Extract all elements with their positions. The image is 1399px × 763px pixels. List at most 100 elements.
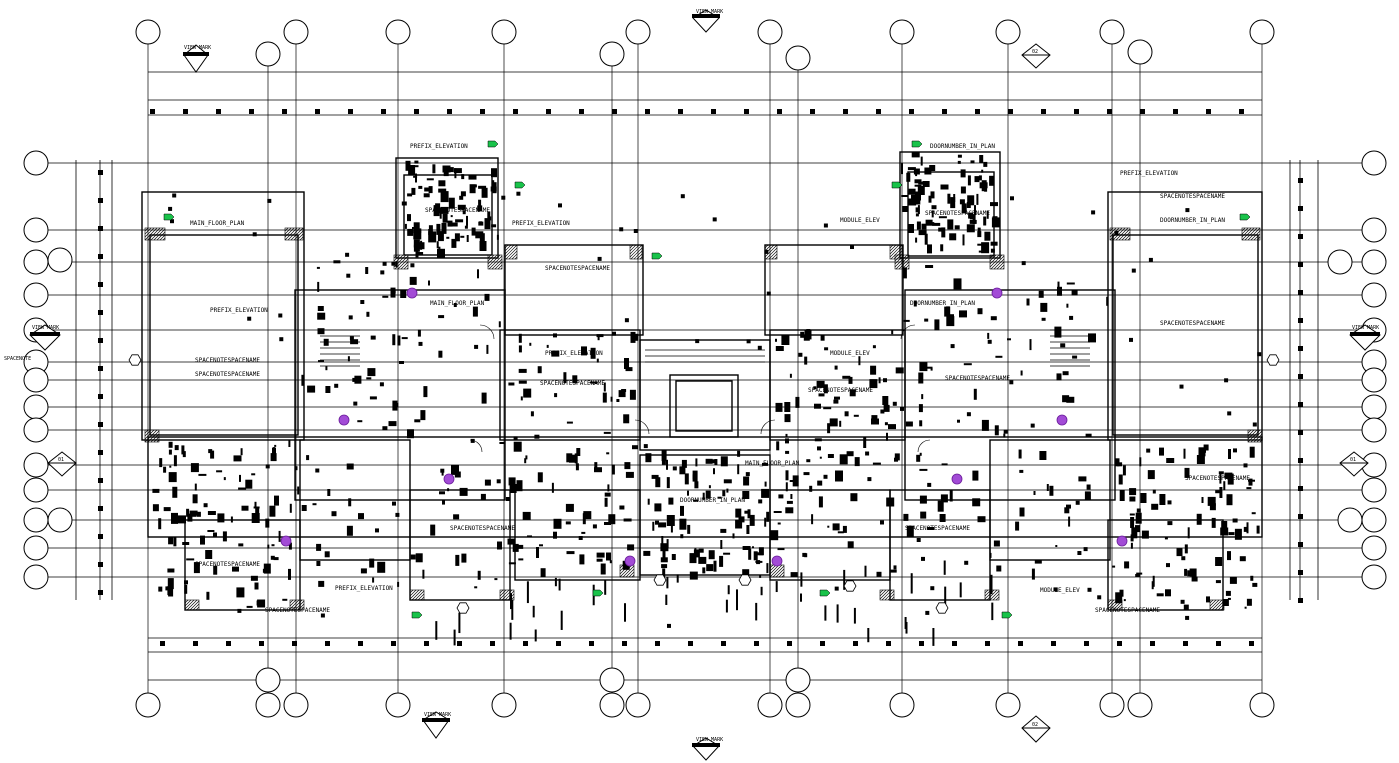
fixture-block xyxy=(785,450,790,454)
hatch-line xyxy=(289,599,297,607)
room-label: SPACENOTESPACENAME xyxy=(425,207,490,214)
fixture-block xyxy=(662,568,666,578)
fixture-block xyxy=(762,462,768,466)
column-mark xyxy=(1298,542,1303,547)
fixture-block xyxy=(1140,493,1147,503)
fixture-block xyxy=(834,365,838,370)
fixture-block xyxy=(1135,512,1142,524)
grid-bubble xyxy=(1099,692,1125,718)
fixture-block xyxy=(574,453,578,464)
fixture-block xyxy=(1026,298,1030,306)
fixture-block xyxy=(196,511,201,517)
column-dot xyxy=(558,203,562,208)
fixture-block xyxy=(720,540,723,549)
fixture-block xyxy=(566,551,575,555)
hatch-line xyxy=(293,230,304,241)
fixture-block xyxy=(432,164,436,174)
fixture-block xyxy=(773,511,782,513)
fixture-block xyxy=(817,480,823,486)
section-marker-left: VIEW MARK xyxy=(29,324,61,351)
fixture-block xyxy=(1159,447,1164,456)
column-mark xyxy=(886,641,891,646)
fixture-block xyxy=(469,184,476,194)
fixture-block xyxy=(466,235,469,242)
dimension-tick xyxy=(725,599,728,613)
fixture-block xyxy=(957,160,961,164)
fixture-block xyxy=(823,407,832,410)
stairs xyxy=(320,329,1090,367)
fixture-block xyxy=(671,554,676,560)
hatch-line xyxy=(1247,227,1261,241)
grid-bubble xyxy=(1361,249,1387,275)
fixture-block xyxy=(333,260,341,264)
dimension-tick xyxy=(676,574,679,583)
column-dot xyxy=(1181,556,1186,561)
fixture-block xyxy=(977,243,984,246)
grid-bubble xyxy=(599,692,625,718)
fixture-block xyxy=(979,155,984,163)
fixture-block xyxy=(695,458,698,467)
fixture-block xyxy=(804,356,808,365)
hatch-line xyxy=(290,227,304,241)
fixture-block xyxy=(987,332,990,339)
column-dot xyxy=(633,229,638,233)
fixture-block xyxy=(413,239,420,248)
fixture-block xyxy=(953,278,962,290)
hatch-line xyxy=(144,429,158,443)
hatch-line xyxy=(289,599,294,604)
grid-bubble xyxy=(1361,535,1387,561)
fixture-block xyxy=(1131,527,1138,539)
hatch-line xyxy=(996,261,1005,270)
fixture-block xyxy=(439,491,445,495)
fixture-block xyxy=(442,213,448,223)
hatch-line xyxy=(1253,433,1263,443)
room-label: PREFIX_ELEVATION xyxy=(410,143,468,150)
fixture-block xyxy=(994,425,999,436)
hatch-box xyxy=(499,589,515,601)
fixture-block xyxy=(449,167,454,173)
fixture-block xyxy=(1019,469,1024,473)
fixture-block xyxy=(1251,512,1256,515)
section-marker-label: VIEW MARK xyxy=(696,9,723,15)
fixture-block xyxy=(447,488,450,492)
fixture-block xyxy=(707,566,710,571)
fixture-block xyxy=(232,566,239,572)
fixture-block xyxy=(1164,537,1168,540)
fixture-block xyxy=(610,396,613,402)
fixture-block xyxy=(871,415,878,420)
fixture-block xyxy=(993,540,1000,547)
hatch-line xyxy=(500,267,503,270)
fixture-block xyxy=(940,494,948,503)
fixture-block xyxy=(430,524,436,536)
elevation-tag xyxy=(514,181,526,189)
fixture-block xyxy=(551,482,554,493)
fixture-block xyxy=(1123,599,1126,602)
fixture-block xyxy=(1034,559,1042,564)
hatch-line xyxy=(1247,429,1252,434)
fixture-block xyxy=(413,222,420,234)
room-label: DOORNUMBER_IN_PLAN xyxy=(1160,217,1225,224)
fixture-block xyxy=(472,306,478,317)
hatch-line xyxy=(393,254,398,259)
fixture-block xyxy=(524,458,527,464)
column-mark xyxy=(160,641,165,646)
section-marker-label: 01 xyxy=(58,457,64,463)
grid-bubble xyxy=(47,507,73,533)
hatch-line xyxy=(504,244,512,252)
column-mark xyxy=(1140,109,1145,114)
hatch-line xyxy=(995,596,1000,601)
fixture-block xyxy=(233,455,242,462)
dimension-tick xyxy=(853,607,856,624)
fixture-block xyxy=(1129,513,1135,516)
fixture-block xyxy=(167,578,174,590)
column-dot xyxy=(764,249,769,254)
fixture-block xyxy=(1038,290,1044,298)
hatch-line xyxy=(189,600,200,611)
fixture-block xyxy=(950,314,954,319)
column-dot xyxy=(501,195,506,200)
fixture-block xyxy=(766,511,770,522)
hatch-line xyxy=(153,228,166,241)
fixture-block xyxy=(498,321,501,328)
fixture-block xyxy=(1165,589,1171,597)
column-dot xyxy=(172,193,177,198)
